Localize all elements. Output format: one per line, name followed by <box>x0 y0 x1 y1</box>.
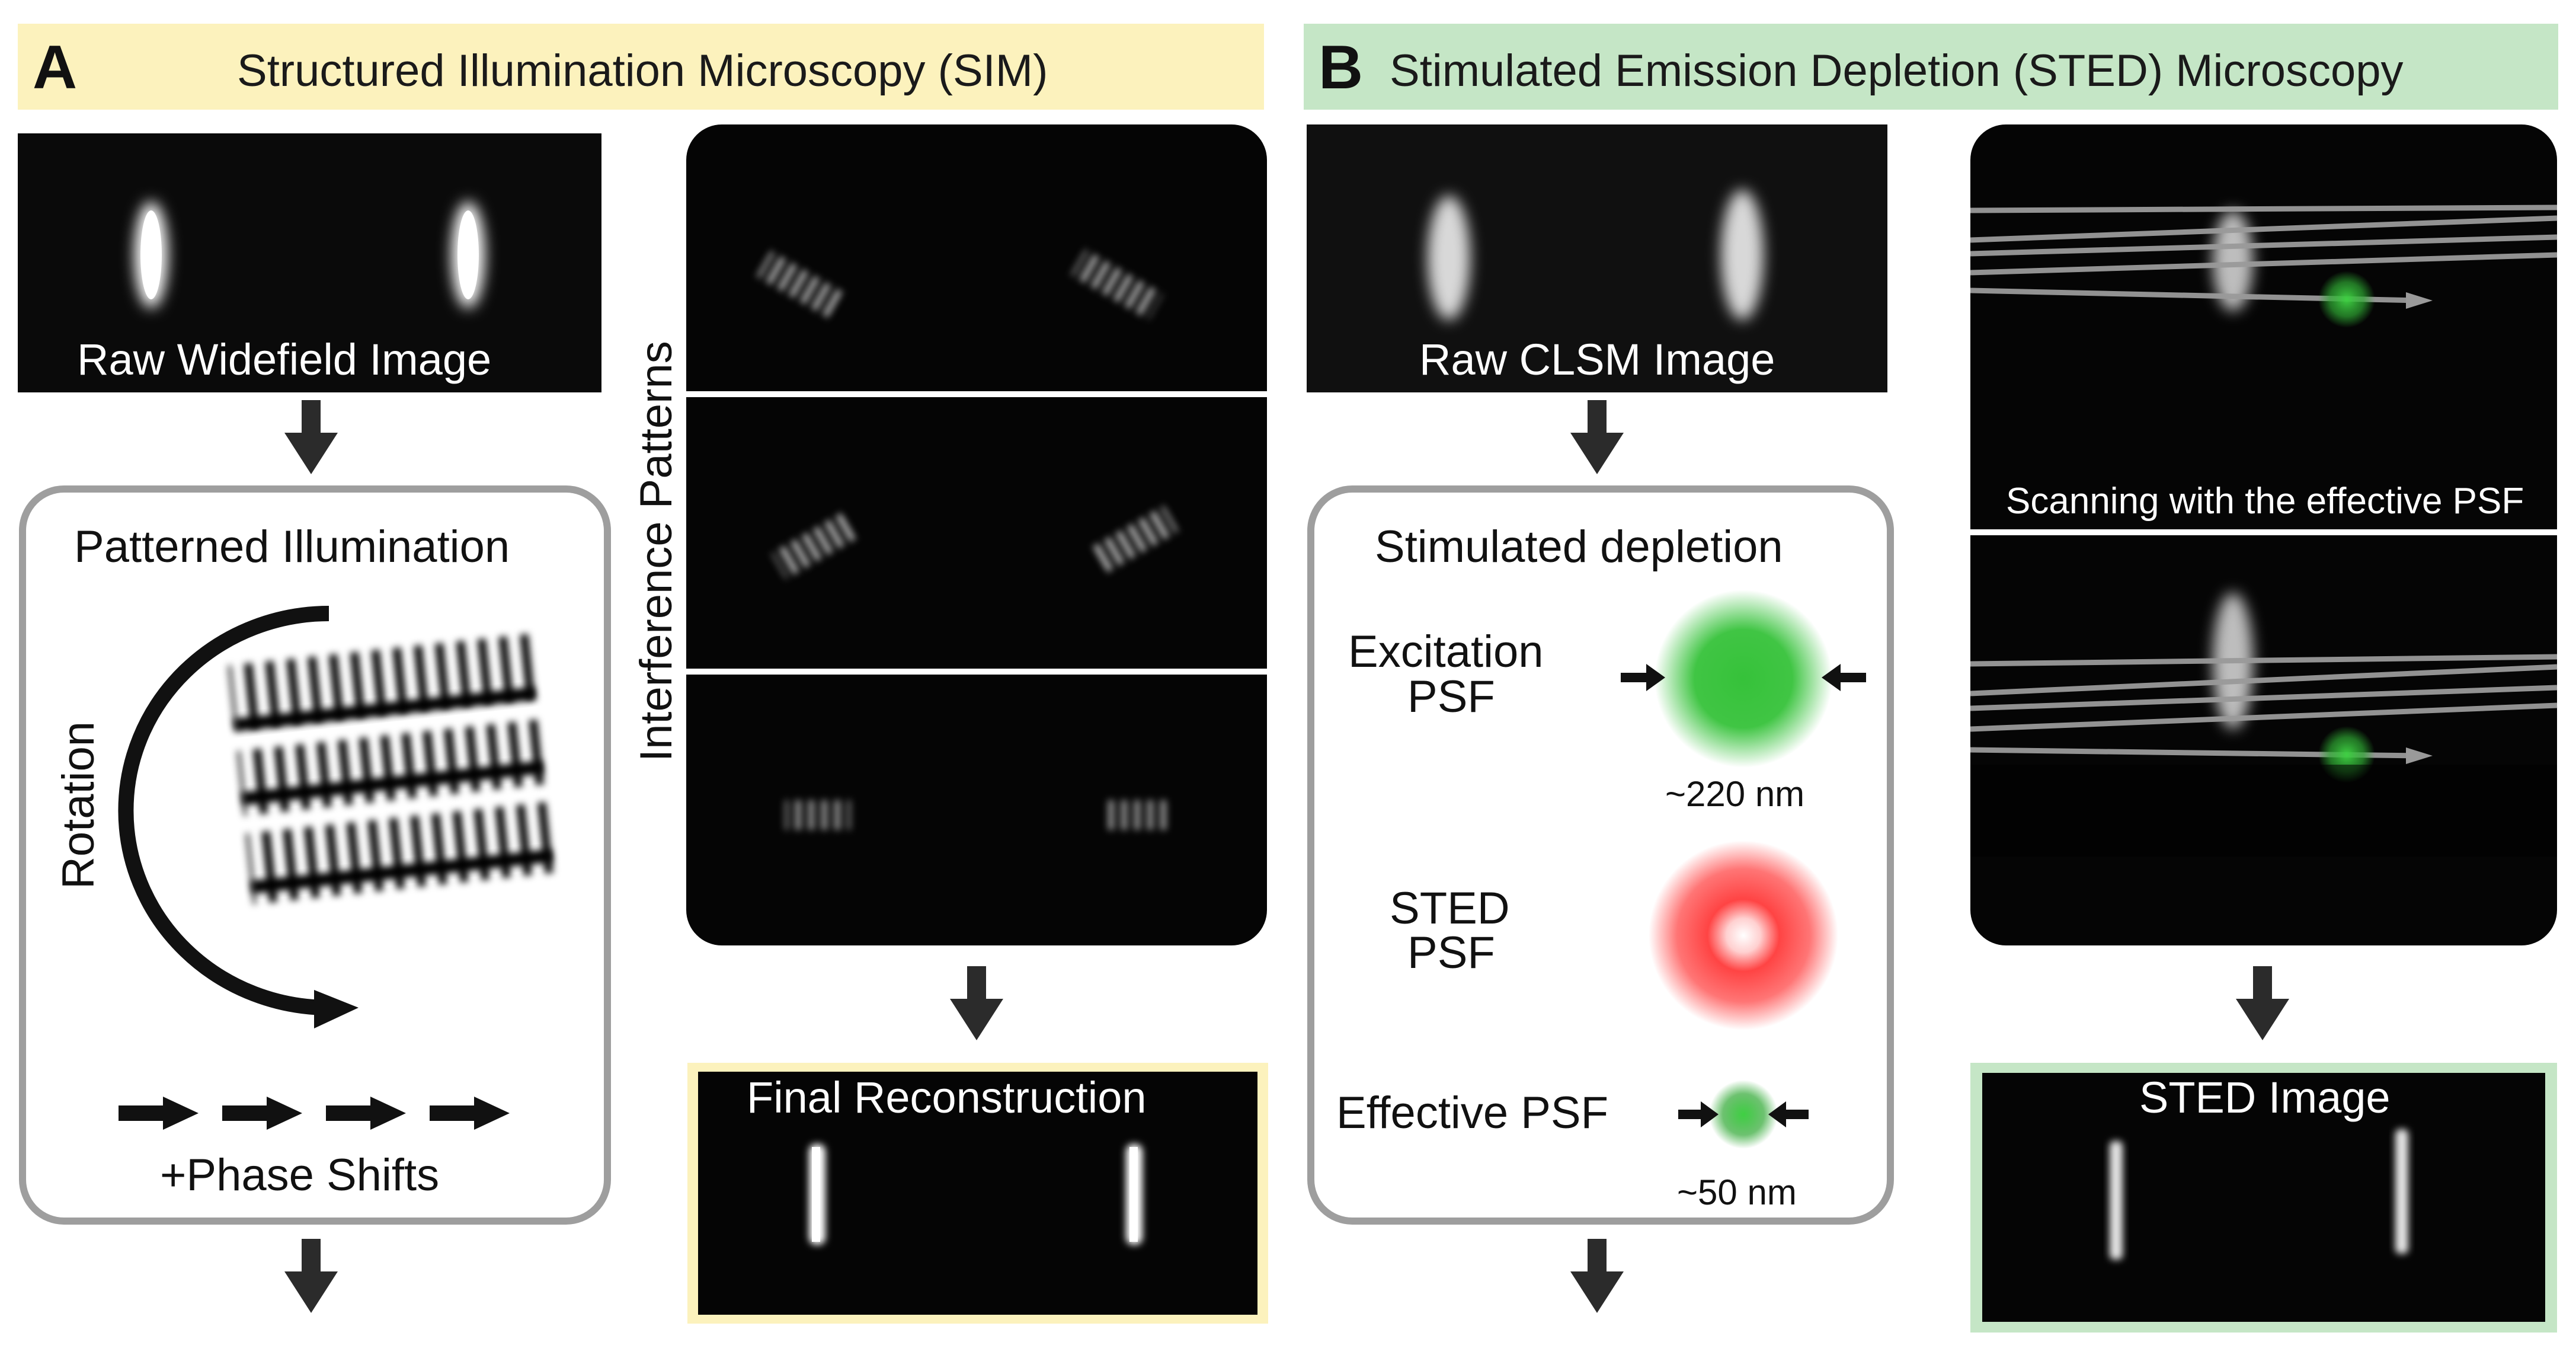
sted-header-bar <box>1304 24 2558 110</box>
excitation-psf-spot <box>1655 590 1832 768</box>
compress-arrows-icon <box>1678 1101 1809 1127</box>
raw-clsm-image <box>1307 124 1887 392</box>
raw-widefield-image <box>18 133 601 392</box>
phase-shift-arrows <box>119 1097 510 1130</box>
scanning-panel <box>1970 124 2558 945</box>
compress-arrows-icon <box>1621 664 1866 691</box>
sted-psf-donut <box>1649 841 1838 1030</box>
sim-header-bar <box>18 24 1264 110</box>
down-arrow-icon <box>950 966 1003 1040</box>
down-arrow-icon <box>1570 400 1624 474</box>
down-arrow-icon <box>284 1239 338 1313</box>
interference-patterns-stack <box>686 124 1267 945</box>
final-reconstruction-image <box>687 1063 1268 1324</box>
down-arrow-icon <box>1570 1239 1624 1313</box>
down-arrow-icon <box>284 400 338 474</box>
effective-psf-spot <box>1709 1080 1778 1149</box>
down-arrow-icon <box>2236 966 2289 1040</box>
stripe-pattern-illustration <box>225 630 558 916</box>
sted-image <box>1970 1063 2557 1333</box>
rotation-arrow-icon <box>118 606 359 1028</box>
